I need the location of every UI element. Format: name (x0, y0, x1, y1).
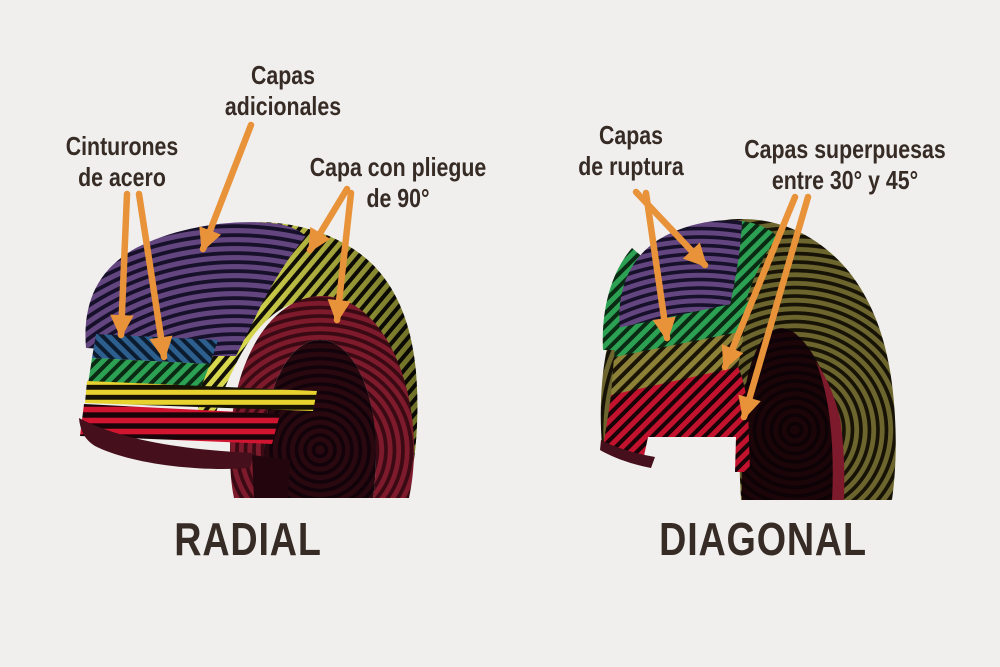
radial-tire-illustration (79, 222, 418, 498)
diagonal-bead-flap (600, 440, 655, 468)
label-ply-90: Capa con pliegue de 90° (290, 152, 505, 214)
arrow-breaker-2 (642, 189, 676, 342)
diagonal-bore-shadow (741, 328, 842, 500)
diagonal-title: DIAGONAL (636, 512, 889, 566)
label-additional-plies: Capas adicionales (212, 60, 354, 122)
radial-sidewall-yellow-plies (85, 381, 317, 411)
label-overlapping-plies: Capas superpuesas entre 30° y 45° (722, 134, 968, 196)
radial-bead-flap (79, 418, 254, 469)
label-breaker-plies: Capas de ruptura (567, 120, 696, 182)
radial-title-text: RADIAL (174, 513, 322, 565)
label-line: Capas superpuesas (744, 134, 946, 164)
label-steel-belts: Cinturones de acero (53, 131, 190, 193)
arrow-ply90-2 (327, 189, 355, 324)
diagonal-breaker-band-green (614, 300, 750, 358)
radial-inner-liner-maroon (230, 296, 414, 498)
radial-sidewall-red-plies (80, 404, 280, 444)
arrow-overlap-1 (721, 193, 799, 371)
label-line: de 90° (366, 183, 430, 213)
diagonal-inner-liner-rim (816, 362, 845, 500)
label-line: de ruptura (578, 151, 684, 181)
radial-title: RADIAL (158, 512, 338, 566)
arrow-steel-belt-1 (110, 190, 134, 339)
arrow-ply90-1 (306, 185, 351, 254)
arrow-overlap-2 (738, 193, 812, 421)
diagonal-tire-illustration (600, 218, 896, 500)
arrow-steel-belt-2 (135, 190, 173, 361)
label-line: Cinturones (65, 131, 179, 161)
diagonal-overlap-ply-olive (611, 331, 744, 396)
radial-arch-foot-shadow (252, 455, 290, 498)
diagonal-title-text: DIAGONAL (659, 513, 867, 565)
radial-tread-cap-purple (85, 222, 306, 356)
label-line: entre 30° y 45° (771, 165, 919, 195)
callout-arrows (110, 121, 812, 421)
diagonal-breaker-edge-right (728, 221, 777, 315)
arrow-additional-plies (199, 121, 255, 253)
radial-steel-belt-green (88, 358, 210, 390)
label-line: Capa con pliegue (309, 152, 487, 182)
label-line: adicionales (224, 91, 342, 121)
label-line: Capas (599, 120, 663, 150)
radial-bore-shadow (264, 340, 376, 498)
label-line: de acero (78, 162, 166, 192)
diagonal-overlap-ply-red (604, 367, 750, 472)
label-line: Capas (250, 60, 315, 90)
